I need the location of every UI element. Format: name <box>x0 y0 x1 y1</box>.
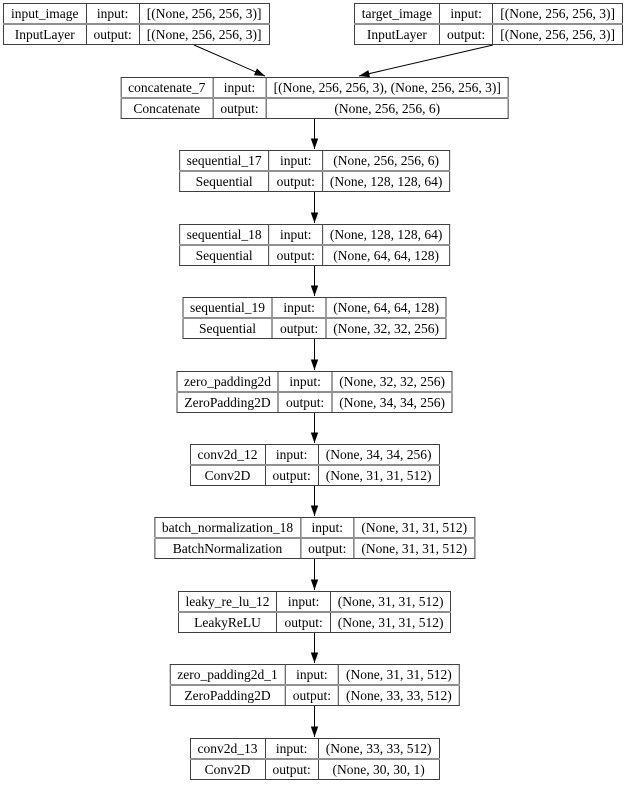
layer-name: conv2d_12 <box>189 444 266 466</box>
node-batch-normalization-18: batch_normalization_18 input: (None, 31,… <box>153 517 476 559</box>
shape-value: (None, 256, 256, 6) <box>321 150 451 172</box>
io-label: input: <box>284 664 340 686</box>
shape-value: (None, 34, 34, 256) <box>317 444 440 466</box>
layer-class: LeakyReLU <box>177 611 278 633</box>
edge-arrow <box>193 44 266 77</box>
io-label: output: <box>268 244 323 266</box>
layer-name: sequential_19 <box>182 297 273 319</box>
io-label: input: <box>300 517 355 539</box>
io-label: output: <box>284 684 340 706</box>
io-label: input: <box>268 224 323 246</box>
layer-class: Conv2D <box>189 758 266 780</box>
shape-value: (None, 34, 34, 256) <box>331 391 453 413</box>
shape-value: (None, 30, 30, 1) <box>317 758 440 780</box>
shape-value: (None, 31, 31, 512) <box>353 537 476 559</box>
io-label: input: <box>85 3 140 25</box>
layer-name: input_image <box>3 3 87 25</box>
io-label: input: <box>276 591 331 613</box>
layer-class: Sequential <box>178 170 270 192</box>
layer-name: target_image <box>353 3 441 25</box>
shape-value: (None, 31, 31, 512) <box>317 464 440 486</box>
node-zero-padding2d-1: zero_padding2d_1 input: (None, 31, 31, 5… <box>169 664 460 706</box>
shape-value: (None, 64, 64, 128) <box>325 297 447 319</box>
layer-class: Conv2D <box>189 464 266 486</box>
io-label: input: <box>271 297 327 319</box>
node-conv2d-13: conv2d_13 input: (None, 33, 33, 512) Con… <box>189 738 440 780</box>
io-label: output: <box>85 23 140 45</box>
shape-value: (None, 31, 31, 512) <box>338 664 460 686</box>
shape-value: [(None, 256, 256, 3)] <box>138 23 270 45</box>
shape-value: (None, 33, 33, 512) <box>338 684 460 706</box>
shape-value: (None, 31, 31, 512) <box>329 611 452 633</box>
io-label: output: <box>271 317 327 339</box>
layer-name: sequential_18 <box>178 224 270 246</box>
io-label: output: <box>277 391 333 413</box>
io-label: input: <box>438 3 494 25</box>
io-label: input: <box>277 371 333 393</box>
io-label: output: <box>264 758 319 780</box>
shape-value: [(None, 256, 256, 3)] <box>492 3 623 25</box>
node-leaky-re-lu-12: leaky_re_lu_12 input: (None, 31, 31, 512… <box>177 591 452 633</box>
shape-value: (None, 256, 256, 6) <box>265 97 509 119</box>
io-label: input: <box>264 444 319 466</box>
layer-class: Concatenate <box>120 97 214 119</box>
node-sequential-18: sequential_18 input: (None, 128, 128, 64… <box>178 224 451 266</box>
layer-class: ZeroPadding2D <box>176 391 279 413</box>
io-label: output: <box>300 537 355 559</box>
io-label: output: <box>438 23 494 45</box>
layer-class: ZeroPadding2D <box>169 684 286 706</box>
layer-name: concatenate_7 <box>120 77 214 99</box>
shape-value: (None, 31, 31, 512) <box>353 517 476 539</box>
node-concatenate-7: concatenate_7 input: [(None, 256, 256, 3… <box>120 77 509 119</box>
layer-name: sequential_17 <box>178 150 270 172</box>
shape-value: (None, 128, 128, 64) <box>321 224 451 246</box>
shape-value: (None, 128, 128, 64) <box>321 170 451 192</box>
node-sequential-17: sequential_17 input: (None, 256, 256, 6)… <box>178 150 451 192</box>
shape-value: (None, 32, 32, 256) <box>331 371 453 393</box>
layer-class: InputLayer <box>3 23 87 45</box>
shape-value: (None, 33, 33, 512) <box>317 738 440 760</box>
shape-value: [(None, 256, 256, 3)] <box>492 23 623 45</box>
shape-value: (None, 64, 64, 128) <box>321 244 451 266</box>
node-input-image: input_image input: [(None, 256, 256, 3)]… <box>3 3 270 45</box>
shape-value: [(None, 256, 256, 3), (None, 256, 256, 3… <box>265 77 509 99</box>
layer-name: conv2d_13 <box>189 738 266 760</box>
layer-name: batch_normalization_18 <box>153 517 302 539</box>
io-label: output: <box>276 611 331 633</box>
layer-name: zero_padding2d <box>176 371 279 393</box>
layer-name: zero_padding2d_1 <box>169 664 286 686</box>
io-label: output: <box>264 464 319 486</box>
node-target-image: target_image input: [(None, 256, 256, 3)… <box>353 3 623 45</box>
layer-class: BatchNormalization <box>153 537 302 559</box>
layer-name: leaky_re_lu_12 <box>177 591 278 613</box>
node-conv2d-12: conv2d_12 input: (None, 34, 34, 256) Con… <box>189 444 440 486</box>
shape-value: (None, 31, 31, 512) <box>329 591 452 613</box>
io-label: input: <box>268 150 323 172</box>
node-sequential-19: sequential_19 input: (None, 64, 64, 128)… <box>182 297 447 339</box>
io-label: output: <box>268 170 323 192</box>
node-zero-padding2d: zero_padding2d input: (None, 32, 32, 256… <box>176 371 453 413</box>
layer-class: Sequential <box>182 317 273 339</box>
layer-class: Sequential <box>178 244 270 266</box>
shape-value: [(None, 256, 256, 3)] <box>138 3 270 25</box>
io-label: input: <box>212 77 267 99</box>
layer-class: InputLayer <box>353 23 441 45</box>
io-label: input: <box>264 738 319 760</box>
shape-value: (None, 32, 32, 256) <box>325 317 447 339</box>
edge-arrow <box>358 44 494 78</box>
io-label: output: <box>212 97 267 119</box>
